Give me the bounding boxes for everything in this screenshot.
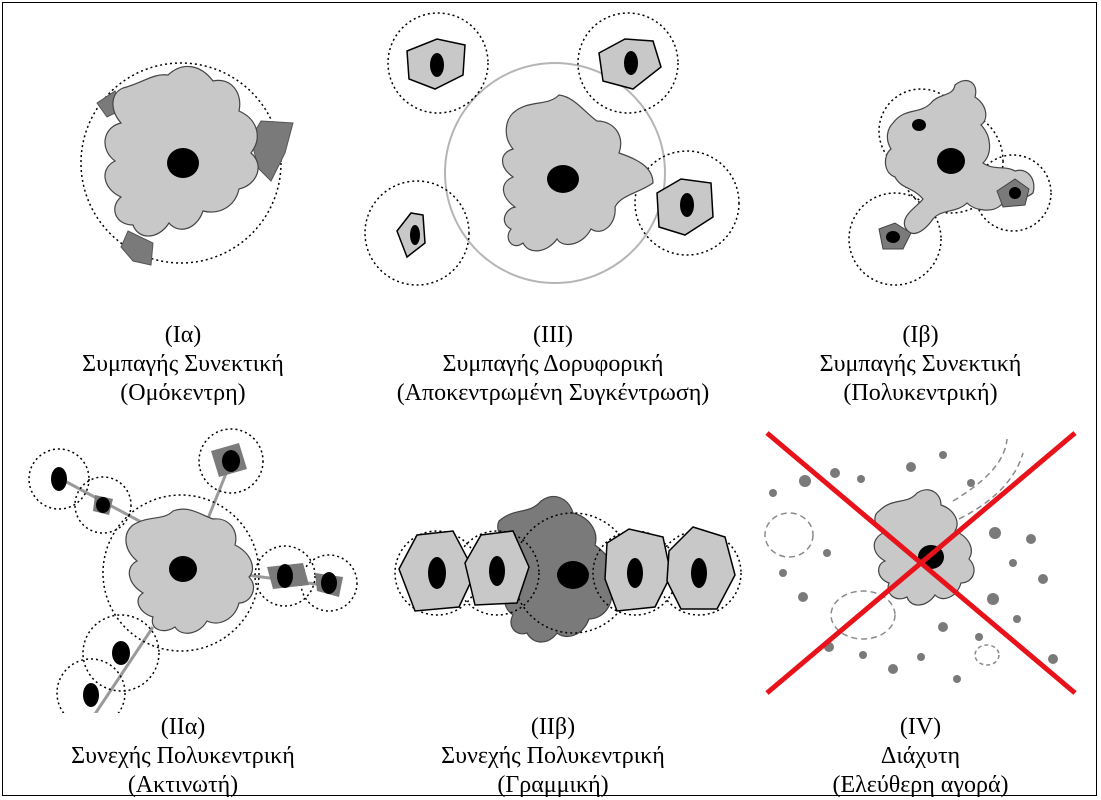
satellite-ring xyxy=(82,614,160,692)
dashed-boundary xyxy=(764,512,814,558)
core xyxy=(557,561,589,589)
core xyxy=(277,564,293,588)
panel-code: (ΙΙΙ) xyxy=(533,322,573,348)
core xyxy=(912,119,926,131)
caption-3: (ΙΙΙ) Συμπαγής Δορυφορική (Αποκεντρωμένη… xyxy=(363,321,743,408)
cross-out-line xyxy=(765,431,1077,695)
panel-subtype: (Ακτινωτή) xyxy=(127,772,239,798)
caption-4: (IV) Διάχυτη (Ελεύθερη αγορά) xyxy=(743,713,1098,800)
panel-type: Συμπαγής Συνεκτική xyxy=(82,351,284,377)
influence-ring xyxy=(848,192,942,286)
core xyxy=(112,641,130,665)
caption-1a: (Ια) Συμπαγής Συνεκτική (Ομόκεντρη) xyxy=(3,321,363,408)
dashed-boundary xyxy=(952,438,1008,502)
influence-ring xyxy=(102,494,260,652)
panel-type: Συνεχής Πολυκεντρική xyxy=(71,743,295,769)
influence-ring xyxy=(80,62,282,264)
satellite-ring xyxy=(56,658,126,713)
panel-compact-concentric: (Ια) Συμπαγής Συνεκτική (Ομόκεντρη) xyxy=(3,3,363,406)
dashed-boundary xyxy=(974,644,1000,666)
core xyxy=(169,556,197,582)
dashed-boundary xyxy=(830,590,896,640)
panel-code: (Ια) xyxy=(164,322,202,348)
compact-concentric-diagram xyxy=(80,62,294,266)
transport-axis xyxy=(93,626,155,713)
satellite-ring xyxy=(300,554,358,612)
core xyxy=(489,556,505,586)
influence-ring xyxy=(444,62,666,284)
panel-subtype: (Πολυκεντρική) xyxy=(843,380,998,406)
scattered-settlements xyxy=(769,451,1058,683)
urban-blob xyxy=(501,94,654,252)
panel-code: (ΙΙβ) xyxy=(530,714,576,740)
panel-compact-polycentric: (Ιβ) Συμπαγής Συνεκτική (Πολυκεντρική) xyxy=(743,3,1098,406)
core xyxy=(83,683,99,707)
core xyxy=(430,53,444,77)
urban-blob xyxy=(120,230,154,266)
panel-subtype: (Ομόκεντρη) xyxy=(120,380,246,406)
core xyxy=(410,225,420,245)
core xyxy=(428,557,446,589)
core xyxy=(321,572,337,594)
compact-satellite-diagram xyxy=(364,12,740,286)
core xyxy=(222,450,240,472)
satellite-ring xyxy=(254,545,316,607)
core xyxy=(1009,187,1021,199)
panel-dispersed: (IV) Διάχυτη (Ελεύθερη αγορά) xyxy=(743,423,1098,800)
panel-subtype: (Γραμμική) xyxy=(497,772,609,798)
panel-code: (IV) xyxy=(899,714,942,740)
panel-subtype: (Αποκεντρωμένη Συγκέντρωση) xyxy=(396,380,710,406)
core xyxy=(51,467,67,491)
continuous-linear-diagram xyxy=(394,496,742,643)
panel-continuous-radial: (ΙΙα) Συνεχής Πολυκεντρική (Ακτινωτή) xyxy=(3,423,363,800)
satellite-ring xyxy=(577,12,679,114)
satellite-ring xyxy=(387,12,489,114)
core xyxy=(937,148,965,174)
satellite-ring xyxy=(364,180,470,286)
panel-type: Συμπαγής Συνεκτική xyxy=(819,351,1022,377)
panel-subtype: (Ελεύθερη αγορά) xyxy=(832,772,1009,798)
core xyxy=(167,148,199,178)
core xyxy=(624,51,638,75)
panel-continuous-linear: (ΙΙβ) Συνεχής Πολυκεντρική (Γραμμική) xyxy=(363,423,743,800)
caption-2b: (ΙΙβ) Συνεχής Πολυκεντρική (Γραμμική) xyxy=(363,713,743,800)
satellite-ring xyxy=(198,428,264,494)
satellite-ring xyxy=(634,150,740,256)
core xyxy=(627,558,643,588)
satellite-ring xyxy=(74,476,132,534)
dashed-boundary xyxy=(958,452,1024,520)
panel-type: Διάχυτη xyxy=(880,743,961,769)
core xyxy=(96,497,110,513)
panel-compact-satellite: (ΙΙΙ) Συμπαγής Δορυφορική (Αποκεντρωμένη… xyxy=(363,3,743,406)
influence-ring xyxy=(898,108,1004,214)
panel-code: (ΙΙα) xyxy=(160,714,206,740)
dispersed-diagram xyxy=(764,431,1077,695)
panel-code: (Ιβ) xyxy=(902,322,939,348)
caption-2a: (ΙΙα) Συνεχής Πολυκεντρική (Ακτινωτή) xyxy=(3,713,363,800)
core xyxy=(547,165,579,193)
influence-ring xyxy=(974,154,1052,232)
core xyxy=(680,193,694,217)
core xyxy=(691,558,707,588)
panel-type: Συμπαγής Δορυφορική xyxy=(442,351,664,377)
caption-1b: (Ιβ) Συμπαγής Συνεκτική (Πολυκεντρική) xyxy=(743,321,1098,408)
continuous-radial-diagram xyxy=(28,428,358,713)
satellite-ring xyxy=(28,448,90,510)
compact-polycentric-diagram xyxy=(848,80,1052,286)
panel-type: Συνεχής Πολυκεντρική xyxy=(441,743,665,769)
core xyxy=(886,231,900,243)
